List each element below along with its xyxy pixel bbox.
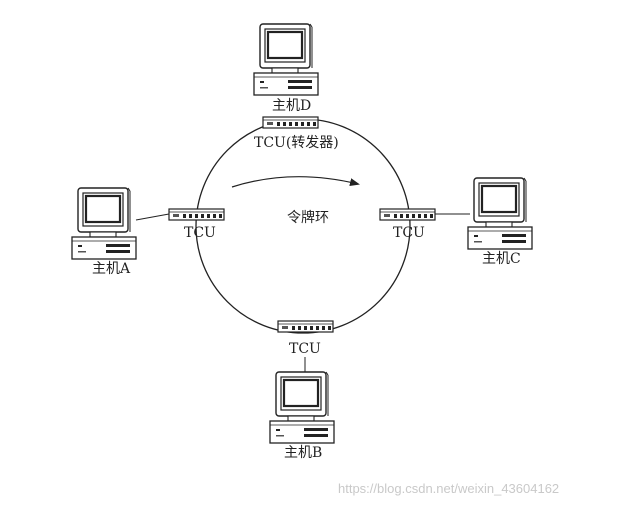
host-d-label: 主机D [272, 98, 311, 114]
tcu-bottom-label: TCU [289, 341, 321, 357]
tcu-device-icon-bottom [277, 320, 334, 333]
computer-icon-d [252, 22, 320, 97]
tcu-device-icon-left [168, 208, 225, 221]
tcu-right-label: TCU [393, 225, 425, 241]
token-ring [195, 118, 411, 334]
computer-icon-c [466, 176, 534, 251]
tcu-repeater-label: TCU(转发器) [254, 135, 339, 151]
computer-icon-a [70, 186, 138, 261]
tcu-left-label: TCU [184, 225, 216, 241]
computer-icon-b [268, 370, 336, 445]
link-a [135, 213, 170, 221]
clockwise-arrow [231, 176, 360, 188]
host-b-label: 主机B [284, 445, 322, 461]
tcu-device-icon-right [379, 208, 436, 221]
tcu-device-icon-top [262, 116, 319, 129]
host-c-label: 主机C [482, 251, 521, 267]
watermark: https://blog.csdn.net/weixin_43604162 [338, 481, 559, 496]
host-a-label: 主机A [92, 261, 131, 277]
ring-label: 令牌环 [287, 209, 329, 226]
